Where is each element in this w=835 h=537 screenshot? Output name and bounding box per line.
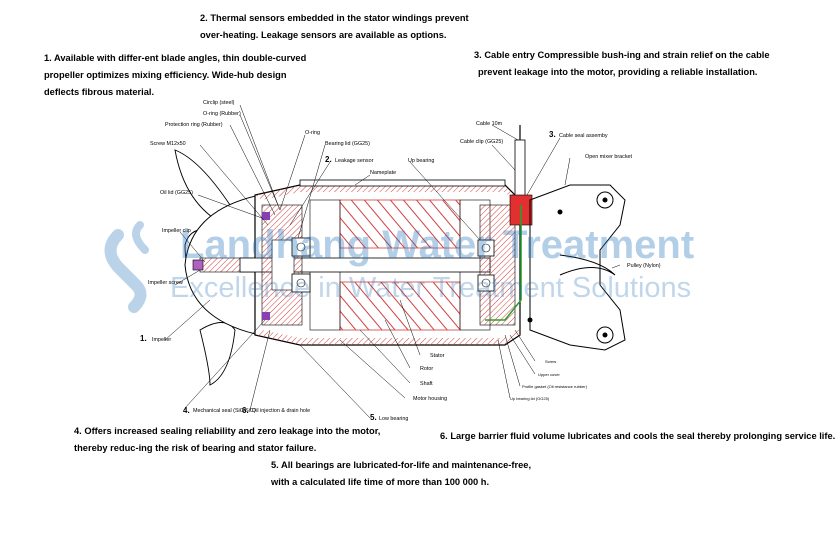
label-motor-housing: Motor housing <box>413 396 447 402</box>
label-protection-ring: Protection ring (Rubber) <box>165 122 223 128</box>
note-3: 3. Cable entry Compressible bush-ing and… <box>474 47 770 81</box>
note-5: 5. All bearings are lubricated-for-life … <box>271 457 531 491</box>
label-stator: Stator <box>430 353 445 359</box>
note-1-line-3: deflects fibrous material. <box>44 87 155 97</box>
note-2-line-2: over-heating. Leakage sensors are availa… <box>200 30 447 40</box>
note-3-line-2: prevent leakage into the motor, providin… <box>478 67 758 77</box>
mixer-bracket <box>527 184 626 351</box>
label-profile-gasket: Profile gasket (Oil resistance rubber) <box>522 384 588 389</box>
label-low-bearing: Low bearing <box>379 416 408 422</box>
note-6: 6. Large barrier fluid volume lubricates… <box>440 428 835 445</box>
label-oil-lid: Oil lid (GG25) <box>160 190 193 196</box>
label-nameplate: Nameplate <box>370 170 396 176</box>
leader-lines <box>164 104 621 419</box>
label-upper-cover: Upper cover <box>538 372 560 377</box>
label-cable-seal: Cable seal assemby <box>559 133 608 139</box>
label-mech-seal-number: 4. <box>183 406 190 415</box>
label-oring-rubber: O-ring (Rubber) <box>203 111 241 117</box>
note-1: 1. Available with differ-ent blade angle… <box>44 50 306 101</box>
watermark-subtitle: Excellence in Water Treatment Solutions <box>170 272 691 304</box>
label-oil-hole: Oil injection & drain hole <box>252 408 310 414</box>
cable-entry <box>485 125 533 321</box>
watermark-logo-icon <box>104 221 149 313</box>
label-rotor: Rotor <box>420 366 433 372</box>
label-impeller-clip: Impeller clip <box>162 228 191 234</box>
label-screw-small: Screw <box>545 359 556 364</box>
up-bearing-area <box>477 204 516 326</box>
label-bearing-lid: Bearing lid (GG25) <box>325 141 370 147</box>
label-cable-clip: Cable clip (GG25) <box>460 139 503 145</box>
note-4-line-2: thereby reduc-ing the risk of bearing an… <box>74 443 317 453</box>
label-oil-hole-number: 6. <box>242 406 249 415</box>
note-5-line-2: with a calculated life time of more than… <box>271 477 490 487</box>
note-1-line-2: propeller optimizes mixing efficiency. W… <box>44 70 287 80</box>
note-6-line-1: 6. Large barrier fluid volume lubricates… <box>440 431 835 441</box>
label-shaft: Shaft <box>420 381 433 387</box>
watermark-title: Landhang Water Treatment <box>180 223 694 267</box>
label-oring: O-ring <box>305 130 320 136</box>
note-3-line-1: 3. Cable entry Compressible bush-ing and… <box>474 50 770 60</box>
label-cable: Cable 10m <box>476 121 503 127</box>
label-up-bearing: Up bearing <box>408 158 434 164</box>
label-leakage-sensor: Leakage sensor <box>335 158 374 164</box>
note-2-line-1: 2. Thermal sensors embedded in the stato… <box>200 13 469 23</box>
label-circlip: Circlip (steel) <box>203 100 235 106</box>
mixer-cross-section-diagram: Landhang Water Treatment Excellence in W… <box>104 100 694 422</box>
note-4-line-1: 4. Offers increased sealing reliability … <box>74 426 381 436</box>
label-pulley: Pulley (Nylon) <box>627 263 661 269</box>
note-2: 2. Thermal sensors embedded in the stato… <box>200 10 469 44</box>
label-mixer-bracket: Open mixer bracket <box>585 154 633 160</box>
label-mech-seal: Mechanical seal (SiC/SiC) <box>193 408 256 414</box>
label-impeller-number: 1. <box>140 334 147 343</box>
label-leakage-number: 2. <box>325 155 332 164</box>
label-low-bearing-number: 5. <box>370 413 377 422</box>
seal-chamber <box>261 204 311 326</box>
label-impeller-screw: Impeller screw <box>148 280 183 286</box>
note-1-line-1: 1. Available with differ-ent blade angle… <box>44 53 307 63</box>
note-5-line-1: 5. All bearings are lubricated-for-life … <box>271 460 532 470</box>
label-up-bearing-lid: Up bearing lid (GG25) <box>510 396 550 401</box>
note-4: 4. Offers increased sealing reliability … <box>74 423 380 457</box>
label-impeller: Impeller <box>152 337 171 343</box>
label-screw-m12: Screw M12x50 <box>150 141 186 147</box>
label-cable-seal-number: 3. <box>549 130 556 139</box>
stator <box>309 199 491 331</box>
